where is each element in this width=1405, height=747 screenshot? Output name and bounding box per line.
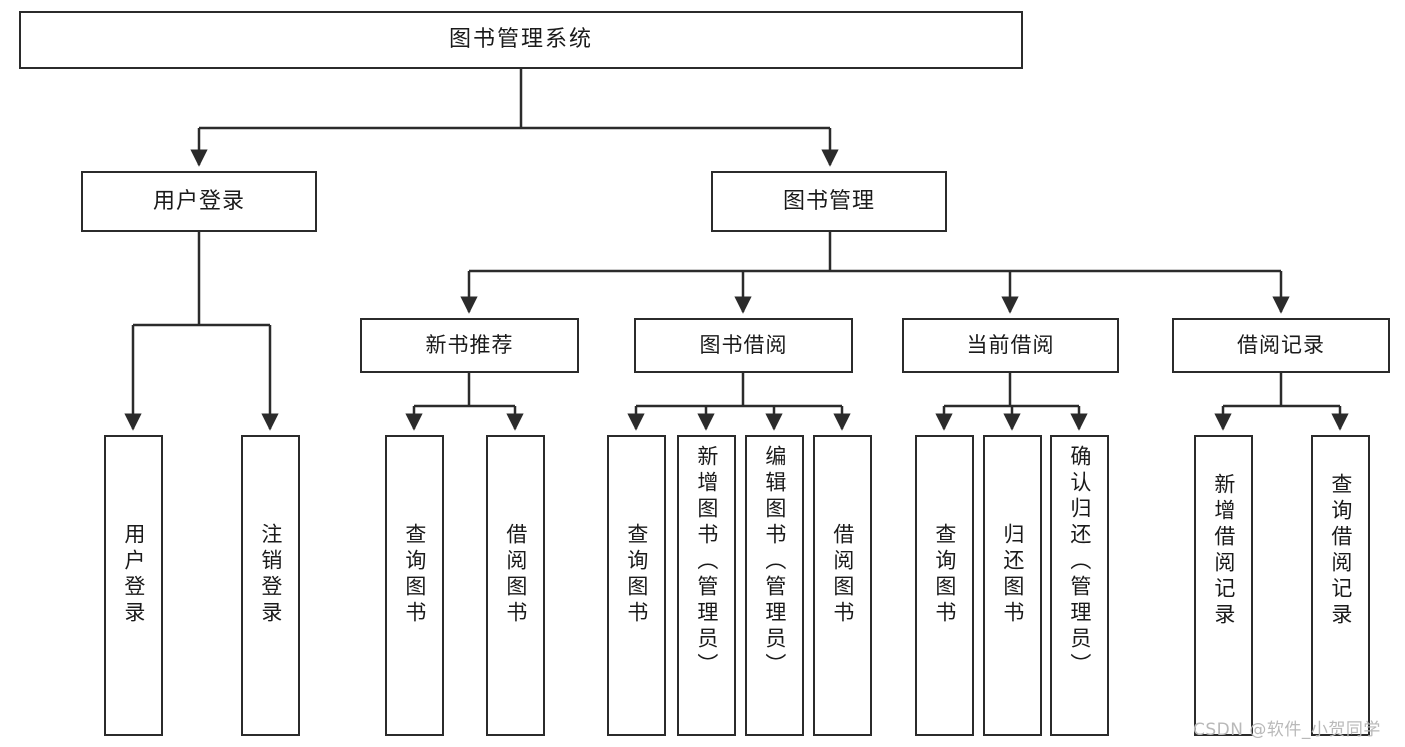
leaf-query-book-recommend[interactable]: 查询图书 <box>385 435 444 736</box>
leaf-query-book-recommend-label: 查询图书 <box>402 523 427 627</box>
leaf-borrow-book-recommend[interactable]: 借阅图书 <box>486 435 545 736</box>
leaf-edit-book-admin[interactable]: 编辑图书（管理员） <box>745 435 804 736</box>
node-book-borrow[interactable]: 图书借阅 <box>634 318 853 373</box>
leaf-return-book-label: 归还图书 <box>1000 523 1025 627</box>
leaf-query-borrow-record[interactable]: 查询借阅记录 <box>1311 435 1370 736</box>
leaf-return-book[interactable]: 归还图书 <box>983 435 1042 736</box>
leaf-query-borrow-record-label: 查询借阅记录 <box>1328 473 1353 629</box>
leaf-add-borrow-record[interactable]: 新增借阅记录 <box>1194 435 1253 736</box>
leaf-add-borrow-record-label: 新增借阅记录 <box>1211 473 1236 629</box>
node-user-login[interactable]: 用户登录 <box>81 171 317 232</box>
node-borrow-record-label: 借阅记录 <box>1237 333 1325 357</box>
leaf-query-book-current-label: 查询图书 <box>932 523 957 627</box>
leaf-add-book-admin-label: 新增图书（管理员） <box>694 445 719 679</box>
leaf-user-login[interactable]: 用户登录 <box>104 435 163 736</box>
leaf-logout-label: 注销登录 <box>258 523 283 627</box>
watermark: CSDN @软件_小贺同学 <box>1193 720 1381 740</box>
leaf-borrow-book-recommend-label: 借阅图书 <box>503 523 528 627</box>
node-root[interactable]: 图书管理系统 <box>19 11 1023 69</box>
node-book-management[interactable]: 图书管理 <box>711 171 947 232</box>
leaf-confirm-return-admin-label: 确认归还（管理员） <box>1067 445 1092 679</box>
leaf-query-book-borrow-label: 查询图书 <box>624 523 649 627</box>
leaf-logout[interactable]: 注销登录 <box>241 435 300 736</box>
leaf-borrow-book[interactable]: 借阅图书 <box>813 435 872 736</box>
node-borrow-record[interactable]: 借阅记录 <box>1172 318 1390 373</box>
node-book-management-label: 图书管理 <box>782 188 875 214</box>
node-new-book-recommend[interactable]: 新书推荐 <box>360 318 579 373</box>
leaf-add-book-admin[interactable]: 新增图书（管理员） <box>677 435 736 736</box>
leaf-query-book-borrow[interactable]: 查询图书 <box>607 435 666 736</box>
leaf-edit-book-admin-label: 编辑图书（管理员） <box>762 445 787 679</box>
node-book-borrow-label: 图书借阅 <box>699 333 788 357</box>
node-current-borrow[interactable]: 当前借阅 <box>902 318 1119 373</box>
node-root-label: 图书管理系统 <box>448 27 593 52</box>
leaf-borrow-book-label: 借阅图书 <box>830 523 855 627</box>
leaf-user-login-label: 用户登录 <box>121 523 146 627</box>
node-user-login-label: 用户登录 <box>152 188 245 214</box>
node-current-borrow-label: 当前借阅 <box>966 333 1055 357</box>
node-new-book-recommend-label: 新书推荐 <box>425 333 514 357</box>
leaf-confirm-return-admin[interactable]: 确认归还（管理员） <box>1050 435 1109 736</box>
leaf-query-book-current[interactable]: 查询图书 <box>915 435 974 736</box>
